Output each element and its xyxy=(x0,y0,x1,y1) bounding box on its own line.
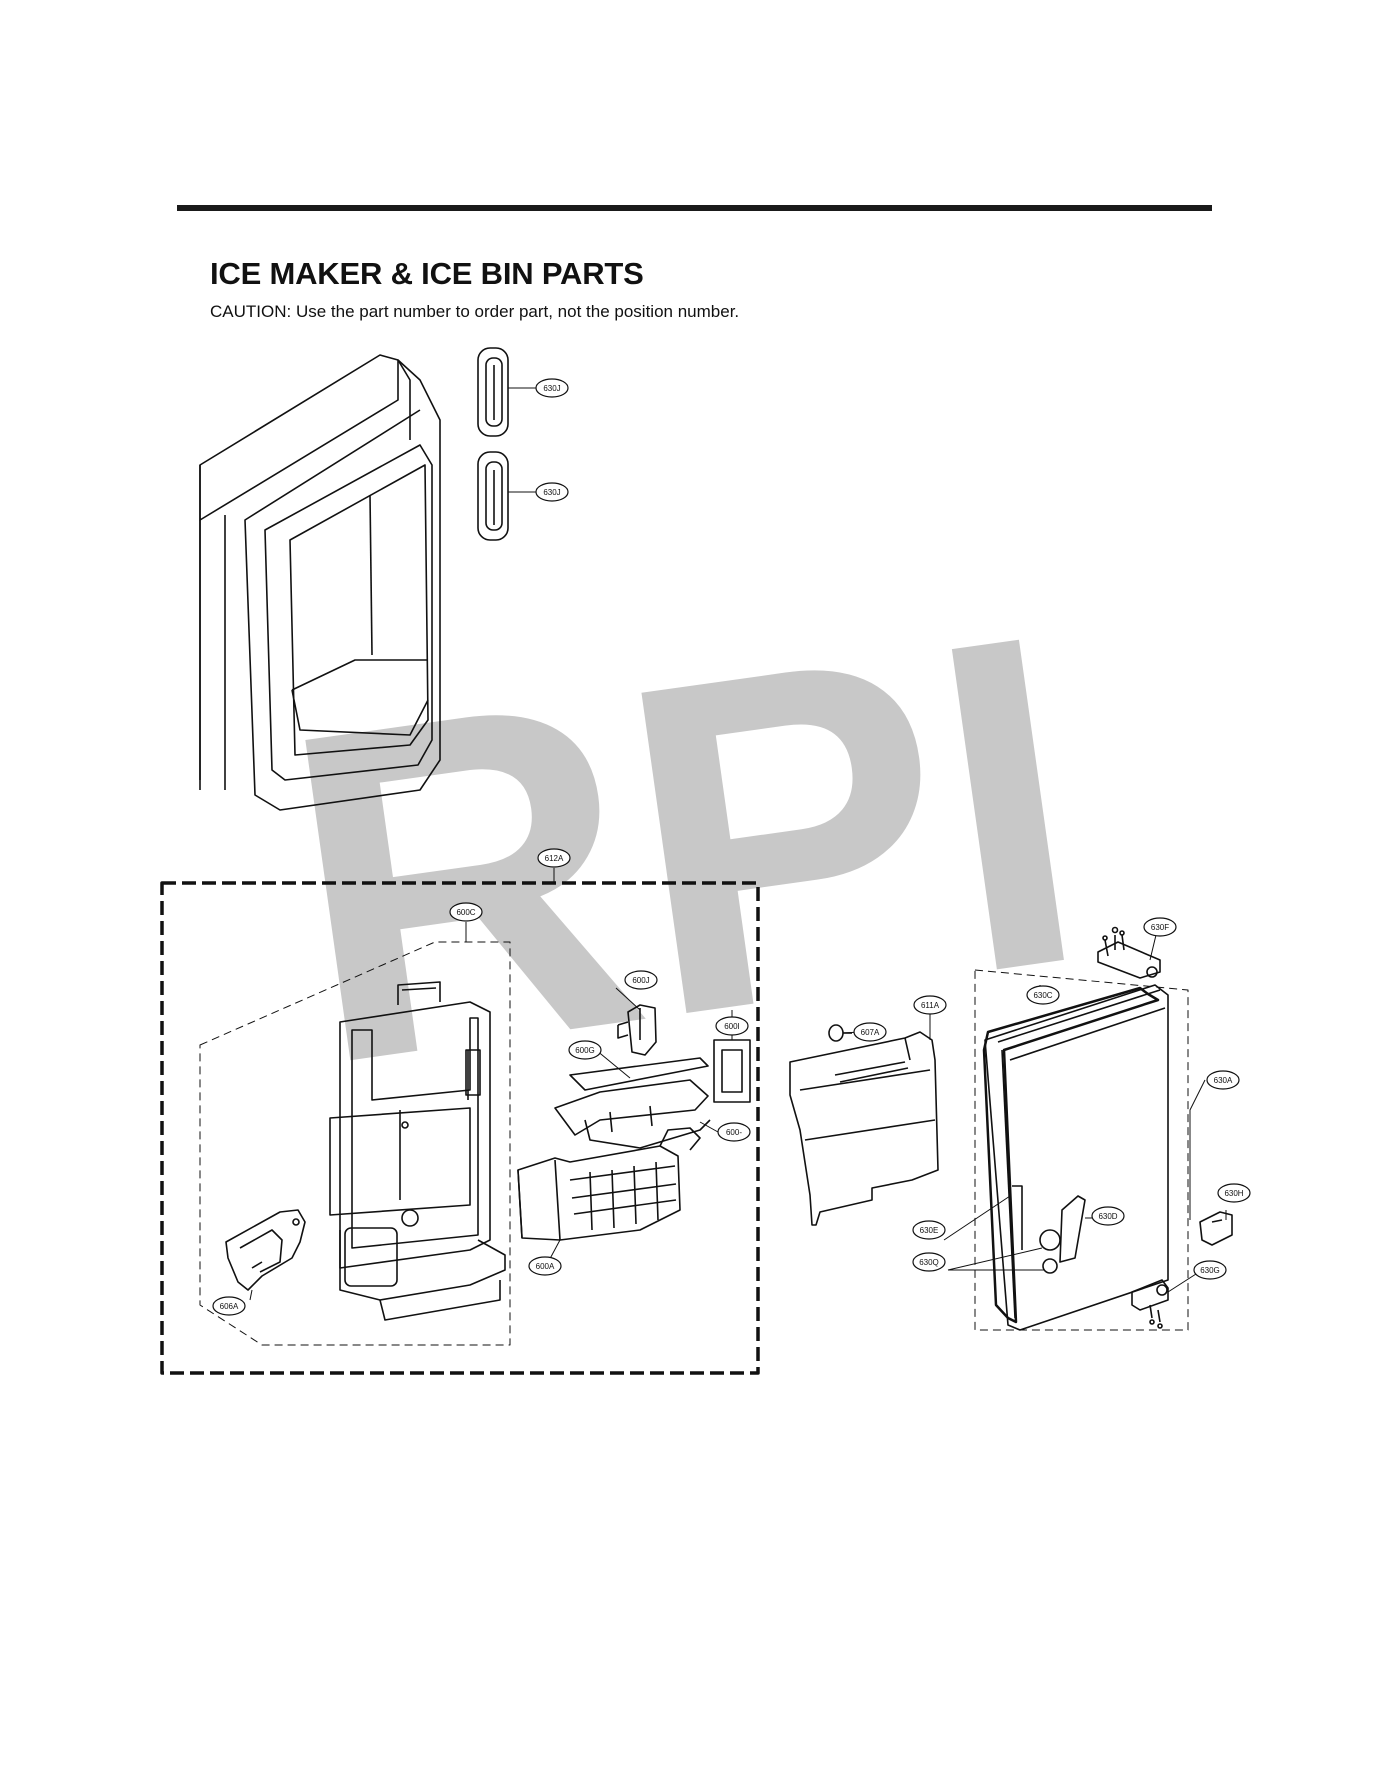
callout-600-: 600- xyxy=(726,1128,742,1137)
bracket-630G xyxy=(1131,1279,1169,1329)
hinge-630F xyxy=(1097,926,1161,979)
callout-630H: 630H xyxy=(1224,1189,1243,1198)
ice-maker-600A xyxy=(517,1127,701,1241)
gasket-630J-top xyxy=(477,347,509,437)
callout-600G: 600G xyxy=(575,1046,595,1055)
page-title: ICE MAKER & ICE BIN PARTS xyxy=(210,256,644,291)
chute-cover-611A xyxy=(789,1031,939,1226)
callout-630F: 630F xyxy=(1151,923,1169,932)
header-rule xyxy=(177,205,1212,211)
callout-600A: 600A xyxy=(536,1262,555,1271)
callout-630G: 630G xyxy=(1200,1266,1220,1275)
callout-630D: 630D xyxy=(1098,1212,1117,1221)
latch-630H xyxy=(1199,1211,1233,1246)
ice-maker-frame-600C xyxy=(329,981,506,1321)
callout-630Q: 630Q xyxy=(919,1258,939,1267)
callout-630J-top: 630J xyxy=(543,384,560,393)
callout-630C: 630C xyxy=(1033,991,1052,1000)
hinge-630D xyxy=(1012,1185,1086,1274)
callout-600C: 600C xyxy=(456,908,475,917)
cover-600G xyxy=(554,1057,711,1149)
callout-630J-bottom: 630J xyxy=(543,488,560,497)
callout-600I: 600I xyxy=(724,1022,740,1031)
callout-607A: 607A xyxy=(861,1028,880,1037)
bracket-606A xyxy=(225,1209,306,1291)
caution-note: CAUTION: Use the part number to order pa… xyxy=(210,302,740,321)
callout-611A: 611A xyxy=(921,1001,940,1010)
callout-612A: 612A xyxy=(545,854,564,863)
bracket-600J xyxy=(617,1004,657,1056)
callout-600J: 600J xyxy=(632,976,649,985)
gasket-630J-bottom xyxy=(477,451,509,541)
door-liner-drawing xyxy=(199,354,441,811)
watermark: RPI xyxy=(260,535,1109,1164)
callout-630E: 630E xyxy=(920,1226,939,1235)
gasket-630C xyxy=(982,986,1160,1324)
assembly-612A-frame xyxy=(160,881,760,1375)
callout-630A: 630A xyxy=(1214,1076,1233,1085)
callout-606A: 606A xyxy=(220,1302,239,1311)
